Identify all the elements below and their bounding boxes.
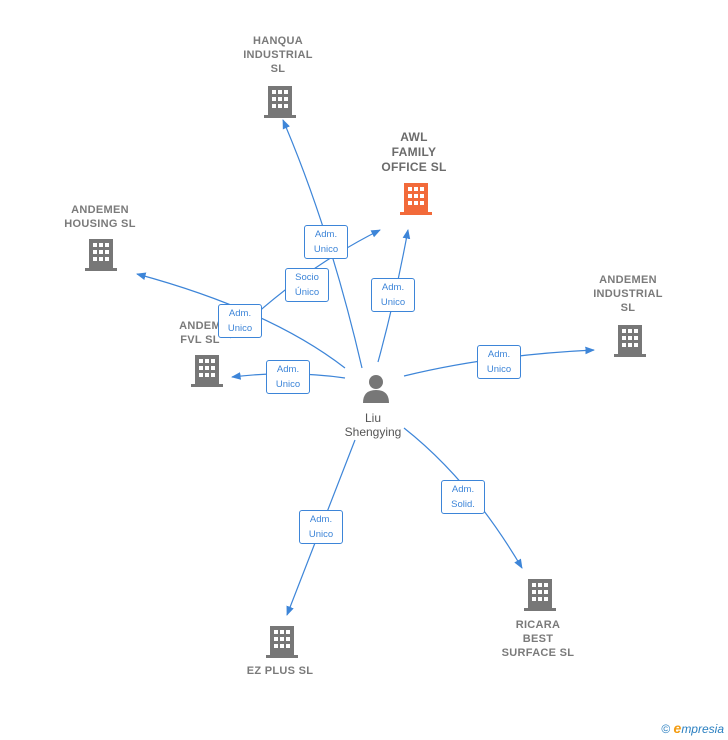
brand-logo: © empresia — [661, 720, 724, 736]
edge-label-awl-adm: Adm. Unico — [371, 278, 415, 312]
node-label-fvl[interactable]: ANDEM FVL SL — [179, 320, 221, 346]
brand-name: mpresia — [681, 722, 724, 736]
fvl-building-icon[interactable] — [191, 353, 223, 387]
edge-label-ricara: Adm. Solid. — [441, 480, 485, 514]
awl-building-icon[interactable] — [400, 181, 432, 215]
housing-building-icon[interactable] — [85, 237, 117, 271]
copyright-symbol: © — [661, 722, 671, 736]
hanqua-building-icon[interactable] — [264, 84, 296, 118]
node-label-andemen-industrial[interactable]: ANDEMEN INDUSTRIAL SL — [593, 274, 663, 314]
ez-plus-building-icon[interactable] — [266, 624, 298, 658]
brand-e: e — [673, 720, 682, 736]
node-label-ricara[interactable]: RICARA BEST SURFACE SL — [501, 619, 575, 659]
edge-label-andemen-industrial: Adm. Unico — [477, 345, 521, 379]
edge-label-housing: Adm. Unico — [218, 304, 262, 338]
person-label[interactable]: Liu Shengying — [344, 411, 402, 439]
edge-label-hanqua: Adm. Unico — [304, 225, 348, 259]
andemen-industrial-building-icon[interactable] — [614, 323, 646, 357]
edge-label-awl-socio: Socio Único — [285, 268, 329, 302]
edge-label-fvl: Adm. Unico — [266, 360, 310, 394]
node-label-ez-plus[interactable]: EZ PLUS SL — [246, 665, 314, 677]
node-label-housing[interactable]: ANDEMEN HOUSING SL — [64, 204, 136, 230]
node-label-awl[interactable]: AWL FAMILY OFFICE SL — [381, 130, 447, 174]
node-label-hanqua[interactable]: HANQUA INDUSTRIAL SL — [243, 35, 313, 75]
person-icon[interactable] — [362, 373, 390, 403]
edge-label-ez-plus: Adm. Unico — [299, 510, 343, 544]
ricara-building-icon[interactable] — [524, 577, 556, 611]
